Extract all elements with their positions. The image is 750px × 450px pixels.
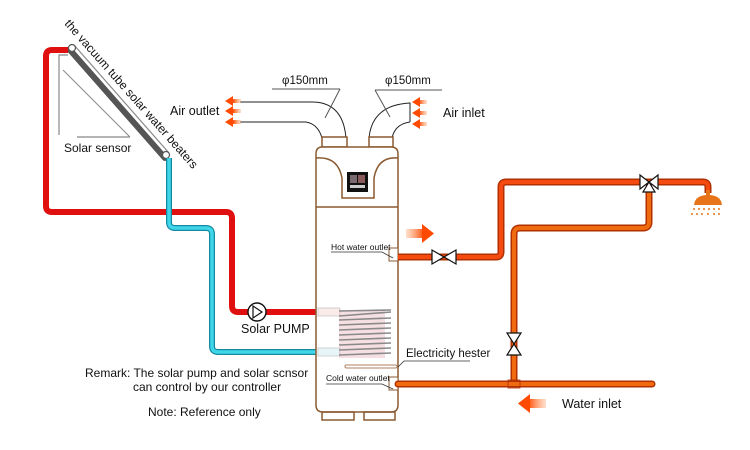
hot-water-valve[interactable] bbox=[431, 248, 457, 266]
cold-water-outlet-label: Cold water outlet bbox=[326, 373, 390, 383]
three-way-valve-icon bbox=[639, 173, 650, 191]
air-outlet-arrows bbox=[225, 96, 241, 127]
duct-left-diameter: φ150mm bbox=[282, 75, 328, 87]
remark-line1: Remark: The solar pump and solar scnsor bbox=[85, 366, 308, 380]
arrow-icon bbox=[225, 106, 241, 116]
pump-icon bbox=[252, 304, 264, 320]
air-outlet-duct bbox=[240, 101, 347, 139]
water-inlet-flow-arrow bbox=[518, 394, 546, 413]
hot-water-pipe bbox=[398, 178, 712, 261]
arrow-icon bbox=[412, 97, 427, 107]
arrow-icon bbox=[412, 108, 427, 118]
three-way-valve[interactable] bbox=[639, 173, 659, 193]
cold-water-pipe bbox=[394, 379, 656, 389]
heat-pump-unit bbox=[315, 136, 399, 421]
hot-water-flow-arrow bbox=[406, 224, 434, 243]
shower-head-icon bbox=[691, 190, 722, 215]
duct-right-diameter: φ150mm bbox=[385, 75, 431, 87]
arrow-icon bbox=[412, 119, 427, 129]
mixing-pipe bbox=[510, 190, 653, 384]
air-inlet-label: Air inlet bbox=[443, 106, 485, 120]
arrow-icon bbox=[225, 96, 241, 106]
air-inlet-duct bbox=[368, 102, 411, 139]
solar-sensor-label: Solar sensor bbox=[64, 141, 131, 155]
air-outlet-label: Air outlet bbox=[170, 104, 220, 118]
solar-pump bbox=[247, 302, 267, 322]
valve-icon bbox=[431, 248, 446, 266]
hot-water-outlet-label: Hot water outlet bbox=[331, 242, 391, 252]
electricity-heater-label: Electricity hester bbox=[406, 348, 491, 360]
electric-heater bbox=[344, 360, 470, 369]
solar-hot-pipe bbox=[43, 47, 330, 315]
heat-exchanger-coil bbox=[317, 307, 392, 358]
cold-water-valve[interactable] bbox=[505, 332, 523, 356]
water-inlet-label: Water inlet bbox=[562, 397, 622, 411]
note-label: Note: Reference only bbox=[148, 405, 261, 419]
solar-collector bbox=[67, 43, 171, 161]
solar-pump-label: Solar PUMP bbox=[241, 322, 310, 336]
collector-stand bbox=[58, 54, 131, 138]
arrow-icon bbox=[225, 117, 241, 127]
air-inlet-arrows bbox=[412, 97, 427, 129]
controller-display-icon bbox=[347, 172, 368, 192]
valve-icon bbox=[505, 332, 523, 346]
remark-line2: can control by our controller bbox=[133, 380, 281, 394]
